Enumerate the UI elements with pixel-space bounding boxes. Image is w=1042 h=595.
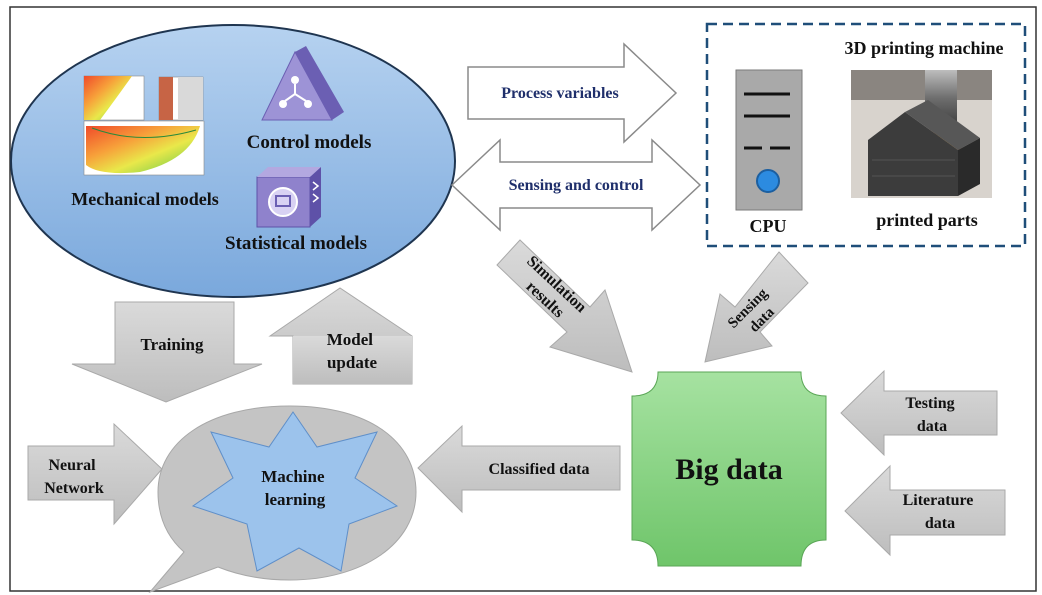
neural-network-label: Neural Network (44, 457, 104, 497)
process-variables-arrow: Process variables (467, 42, 678, 144)
literature-data-arrow: Literature data (844, 464, 1006, 557)
big-data-hub: Big data (631, 371, 827, 567)
testing-data-arrow: Testing data (840, 369, 998, 457)
model-update-arrow: Model update (268, 287, 413, 385)
neural-network-arrow: Neural Network (27, 422, 163, 526)
process-variables-label: Process variables (501, 85, 618, 102)
mechanical-model-images (83, 75, 205, 176)
control-model-icon (261, 46, 344, 121)
training-label: Training (141, 335, 204, 354)
literature-data-label-line2: data (925, 515, 955, 532)
classified-data-label: Classified data (489, 461, 590, 478)
printing-machine-title: 3D printing machine (844, 38, 1003, 58)
sensing-and-control-label: Sensing and control (509, 177, 644, 194)
literature-data-label: Literature data (903, 492, 978, 532)
printing-machine-box: 3D printing machine CPU printed parts (705, 22, 1027, 248)
cpu-label: CPU (750, 216, 787, 236)
sensing-and-control-arrow: Sensing and control (450, 138, 702, 232)
machine-learning-label: Machine learning (261, 467, 329, 509)
training-arrow: Training (71, 301, 263, 403)
cpu-tower-icon (735, 69, 803, 211)
model-update-label-line1: Model (327, 330, 374, 349)
control-models-label: Control models (247, 132, 372, 153)
testing-data-label-line2: data (917, 418, 947, 435)
frame-border (9, 6, 1037, 592)
literature-data-label-line1: Literature (903, 492, 974, 509)
mechanical-models-label: Mechanical models (71, 189, 218, 209)
simulation-results-arrow: Simulation results (496, 239, 633, 373)
statistical-models-label: Statistical models (225, 233, 367, 254)
classified-data-arrow: Classified data (417, 424, 621, 514)
machine-learning-label-line2: learning (265, 490, 326, 509)
machine-learning-label-line1: Machine (261, 467, 325, 486)
testing-data-label-line1: Testing (905, 395, 954, 412)
testing-data-label: Testing data (905, 395, 958, 435)
models-ellipse: Mechanical models Control models Statist… (10, 24, 456, 298)
model-update-label-line2: update (327, 353, 378, 372)
statistical-model-icon (256, 167, 321, 228)
printed-parts-label: printed parts (876, 210, 978, 230)
neural-network-label-line2: Network (44, 480, 104, 497)
sensing-data-arrow: Sensing data (704, 251, 809, 363)
big-data-label: Big data (675, 453, 783, 486)
model-update-label: Model update (327, 330, 378, 372)
machine-learning-hub: Machine learning (148, 405, 417, 594)
neural-network-label-line1: Neural (48, 457, 96, 474)
printed-parts-photo (851, 70, 992, 198)
